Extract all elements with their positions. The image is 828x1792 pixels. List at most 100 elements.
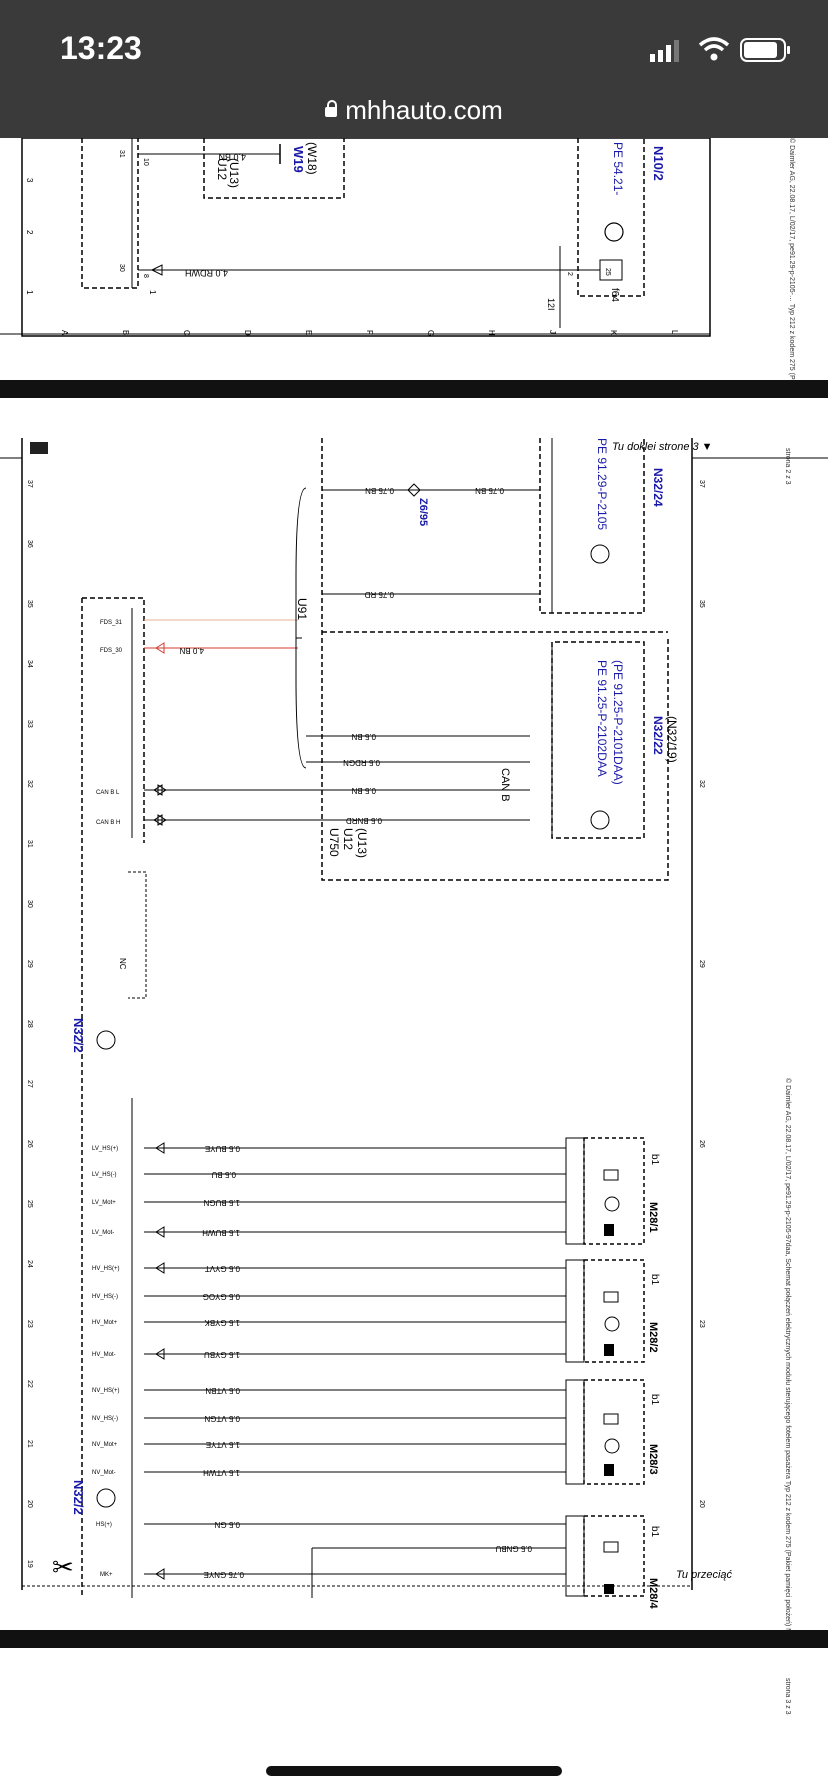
wire-label: 0.75 BN [365,486,394,495]
grid-number: 24 [26,1260,33,1268]
status-bar: 13:23 [0,0,828,100]
b1-label: b1 [649,1274,660,1286]
u12-label: U12 [341,828,355,850]
pe-ref-label: (PE 91.25-P-2101DAA) [611,660,625,785]
address-bar[interactable]: mhhauto.com [0,90,828,138]
page-divider [0,1630,828,1648]
can-b-label: CAN B [499,768,511,802]
connector-label: LV_Mot- [92,1230,114,1236]
connector-label: CAN B H [96,820,120,826]
wire-label: 1.5 BUWH [202,1228,240,1237]
grid-number: 20 [698,1500,705,1508]
wire-label: 0.5 BUYE [205,1144,240,1153]
n32-2-bottom-label: N32/2 [71,1480,86,1515]
w19-label: W19 [291,146,306,173]
b1-label: b1 [649,1394,660,1406]
grid-number: 20 [26,1500,33,1508]
m28-3-label: M28/3 [647,1444,659,1475]
connector-label: FDS_30 [100,648,123,654]
grid-number: 21 [26,1440,33,1448]
connector-label: FDS_31 [100,620,123,626]
connector-label: LV_HS(+) [92,1146,118,1152]
u12-label: U12 [215,158,229,180]
wire-label: 4.0 RDWH [185,268,228,278]
pin-label: 1 [148,290,157,295]
page-divider [0,380,828,398]
n10-label: N10/2 [651,146,666,181]
glue-instruction: Tu doklei strone 3 ▼ [612,441,713,453]
w18-label: (W18) [305,142,319,175]
wire-label: 0.75 BN [475,486,504,495]
home-indicator[interactable] [266,1766,562,1776]
wire-label: 0.5 VTGN [204,1414,240,1423]
grid-number: 35 [26,600,33,608]
wire-label: 0.5 GYVT [205,1264,240,1273]
copyright-note: © Daimler AG, 22.08.17, L/02/17, pe91.29… [788,138,796,380]
wire-label: 0.5 BN [351,732,376,741]
wire-label: 0.5 GYOG [203,1292,240,1301]
grid-number: 27 [26,1080,33,1088]
grid-number: 34 [26,660,33,668]
u13-label: (U13) [227,158,241,188]
clock: 13:23 [60,30,142,66]
grid-letter: C [182,330,191,336]
grid-number: 2 [25,230,34,235]
grid-number: 29 [698,960,705,968]
connector-label: HV_HS(+) [92,1266,120,1272]
fuse-label: f64 [609,288,620,302]
wire-label: 0.5 GN [214,1520,240,1529]
connector-label: NV_HS(+) [92,1388,120,1394]
grid-number: 3 [25,178,34,183]
grid-number: 28 [26,1020,33,1028]
wire-label: 4.0 BN [218,152,246,162]
grid-letter: B [121,330,130,335]
pin-label: 31 [118,150,125,158]
copyright-note: © Daimler AG, 22.08.17, L/02/17, pe91.29… [784,1078,792,1630]
connector-label: LV_HS(-) [92,1172,117,1178]
document-page-2: 37 36 35 34 33 32 31 30 29 28 27 26 25 2… [0,398,828,1630]
schematic-page-3: strona 3 z 3 [784,1678,791,1715]
grid-letter: A [60,330,69,336]
grid-letter: K [609,330,618,336]
grid-number: 33 [26,720,33,728]
wire-label: 0.5 GNBU [495,1544,532,1553]
schematic-page-2: 37 36 35 34 33 32 31 30 29 28 27 26 25 2… [0,438,828,1630]
url-text: mhhauto.com [345,95,503,125]
ground-label: 12I [546,298,556,311]
wire-label: 4.0 BN [179,646,204,655]
connector-label: NV_HS(-) [92,1416,118,1422]
pin-label: 10 [142,158,149,166]
connector-label: NV_Mot- [92,1470,116,1476]
z6-95-label: Z6/95 [417,498,429,526]
wire-label: 1.5 VTYE [206,1440,240,1449]
m28-4-label: M28/4 [647,1578,659,1609]
grid-number: 26 [26,1140,33,1148]
connector-label: MK+ [100,1572,113,1578]
grid-number: 37 [26,480,33,488]
wifi-icon [698,37,730,61]
grid-letter: H [487,330,496,336]
grid-letter: G [426,330,435,336]
n32-24-label: N32/24 [651,468,665,507]
grid-letter: J [548,330,557,334]
grid-number: 23 [26,1320,33,1328]
grid-letter: F [365,330,374,335]
scissors-icon: ✂ [52,1552,74,1582]
lock-icon [325,100,338,118]
page-number: strona 3 z 3 [784,1678,791,1715]
pin-label: 2 [566,272,573,276]
nc-label: NC [118,958,127,970]
wire-label: 0.5 BNRD [346,816,382,825]
b1-label: b1 [649,1154,660,1166]
grid-letter: E [304,330,313,335]
pin-label: 8 [142,274,149,278]
grid-number: 32 [698,780,705,788]
grid-number: 25 [26,1200,33,1208]
connector-label: HS(+) [96,1522,112,1528]
b1-label: b1 [649,1526,660,1538]
n32-19-label: (N32/19) [665,716,679,763]
wire-label: 0.75 RD [364,590,394,599]
connector-label: NV_Mot+ [92,1442,118,1448]
pe-ref-label: PE 54.21- [611,142,625,195]
battery-icon [740,38,790,62]
